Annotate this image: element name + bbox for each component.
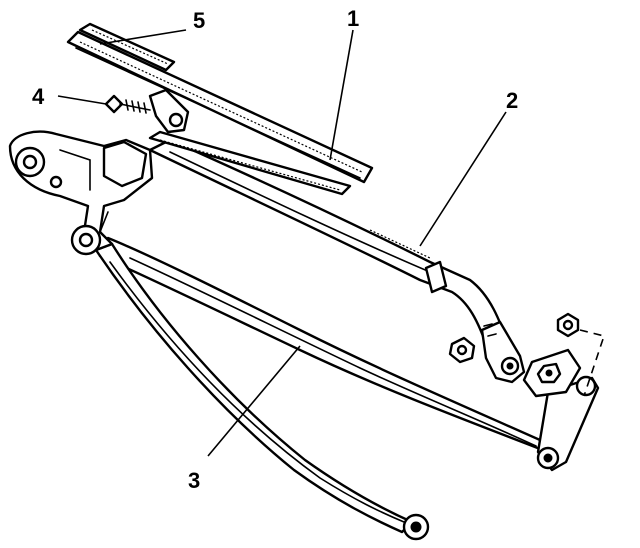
callout-5: 5 — [193, 8, 205, 33]
leader-lines — [57, 29, 507, 457]
callout-4: 4 — [32, 84, 45, 109]
leader-5 — [99, 29, 187, 45]
callout-1: 1 — [347, 6, 359, 31]
callout-labels: 5 1 4 2 3 — [32, 6, 518, 493]
leader-2 — [419, 111, 507, 247]
leader-3 — [207, 345, 301, 457]
callout-3: 3 — [188, 468, 200, 493]
wiper-arm-sleeve — [424, 260, 448, 294]
callout-2: 2 — [506, 88, 518, 113]
motor-bracket — [8, 130, 154, 256]
screw-assembly — [104, 88, 190, 134]
linkage-rod-assembly — [94, 236, 606, 541]
wiper-arm — [148, 138, 526, 384]
wiper-arm-head — [480, 320, 526, 384]
leader-1 — [329, 29, 354, 161]
blade-insert — [78, 22, 176, 72]
leader-4 — [57, 95, 107, 105]
wiper-blade — [66, 30, 374, 196]
linkage-rod-diagonal — [94, 242, 414, 534]
